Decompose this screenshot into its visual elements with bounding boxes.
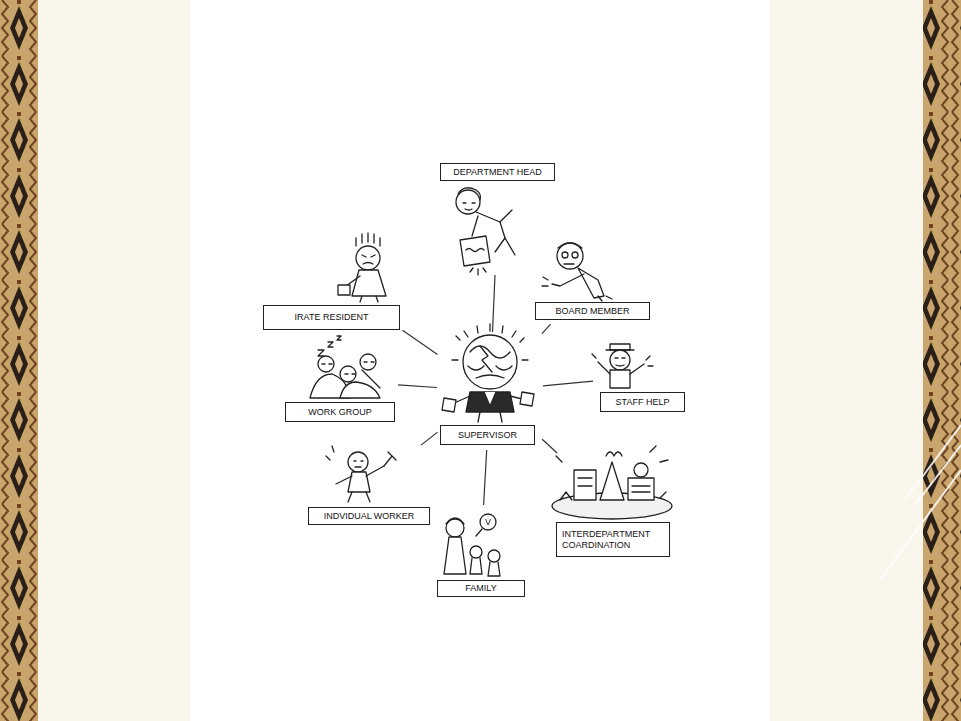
connector-line <box>403 330 438 354</box>
connector-line <box>398 385 437 388</box>
bubble-letter: V <box>485 517 491 527</box>
node-label: INDVIDUAL WORKER <box>324 511 415 522</box>
label-box: WORK GROUP <box>285 402 395 422</box>
node-label: STAFF HELP <box>616 397 670 408</box>
label-box: IRATE RESIDENT <box>263 305 400 330</box>
label-box: INDVIDUAL WORKER <box>308 507 430 525</box>
hub-node: INDVIDUAL WORKER <box>308 447 430 525</box>
node-label: FAMILY <box>465 583 496 594</box>
label-box: DEPARTMENT HEAD <box>440 163 555 181</box>
hub-node: IRATE RESIDENT <box>263 232 400 330</box>
hub-node: STAFF HELP <box>596 340 686 413</box>
label-box: BOARD MEMBER <box>535 302 650 320</box>
label-box: SUPERVISOR <box>440 425 535 445</box>
label-box: INTERDEPARTMENT COARDINATION <box>556 522 670 557</box>
node-label: DEPARTMENT HEAD <box>453 167 542 178</box>
connector-line <box>484 450 487 505</box>
node-label: INTERDEPARTMENT COARDINATION <box>562 529 664 551</box>
label-box: FAMILY <box>437 580 525 597</box>
connector-line <box>542 439 557 453</box>
hub-node: INTERDEPARTMENT COARDINATION <box>556 455 674 558</box>
connector-line <box>421 432 438 445</box>
node-label: SUPERVISOR <box>458 430 517 441</box>
connector-line <box>542 324 551 334</box>
connector-line <box>493 275 496 332</box>
hub-node: FAMILY <box>437 508 525 597</box>
connector-line <box>543 381 593 386</box>
node-label: WORK GROUP <box>308 407 372 418</box>
hub-node: SUPERVISOR <box>440 335 540 447</box>
hub-node: DEPARTMENT HEAD <box>440 160 555 272</box>
hub-node: WORK GROUP <box>285 338 395 424</box>
node-label: BOARD MEMBER <box>555 306 629 317</box>
hub-node: BOARD MEMBER <box>535 234 650 322</box>
node-label: IRATE RESIDENT <box>295 312 369 323</box>
label-box: STAFF HELP <box>600 392 685 412</box>
